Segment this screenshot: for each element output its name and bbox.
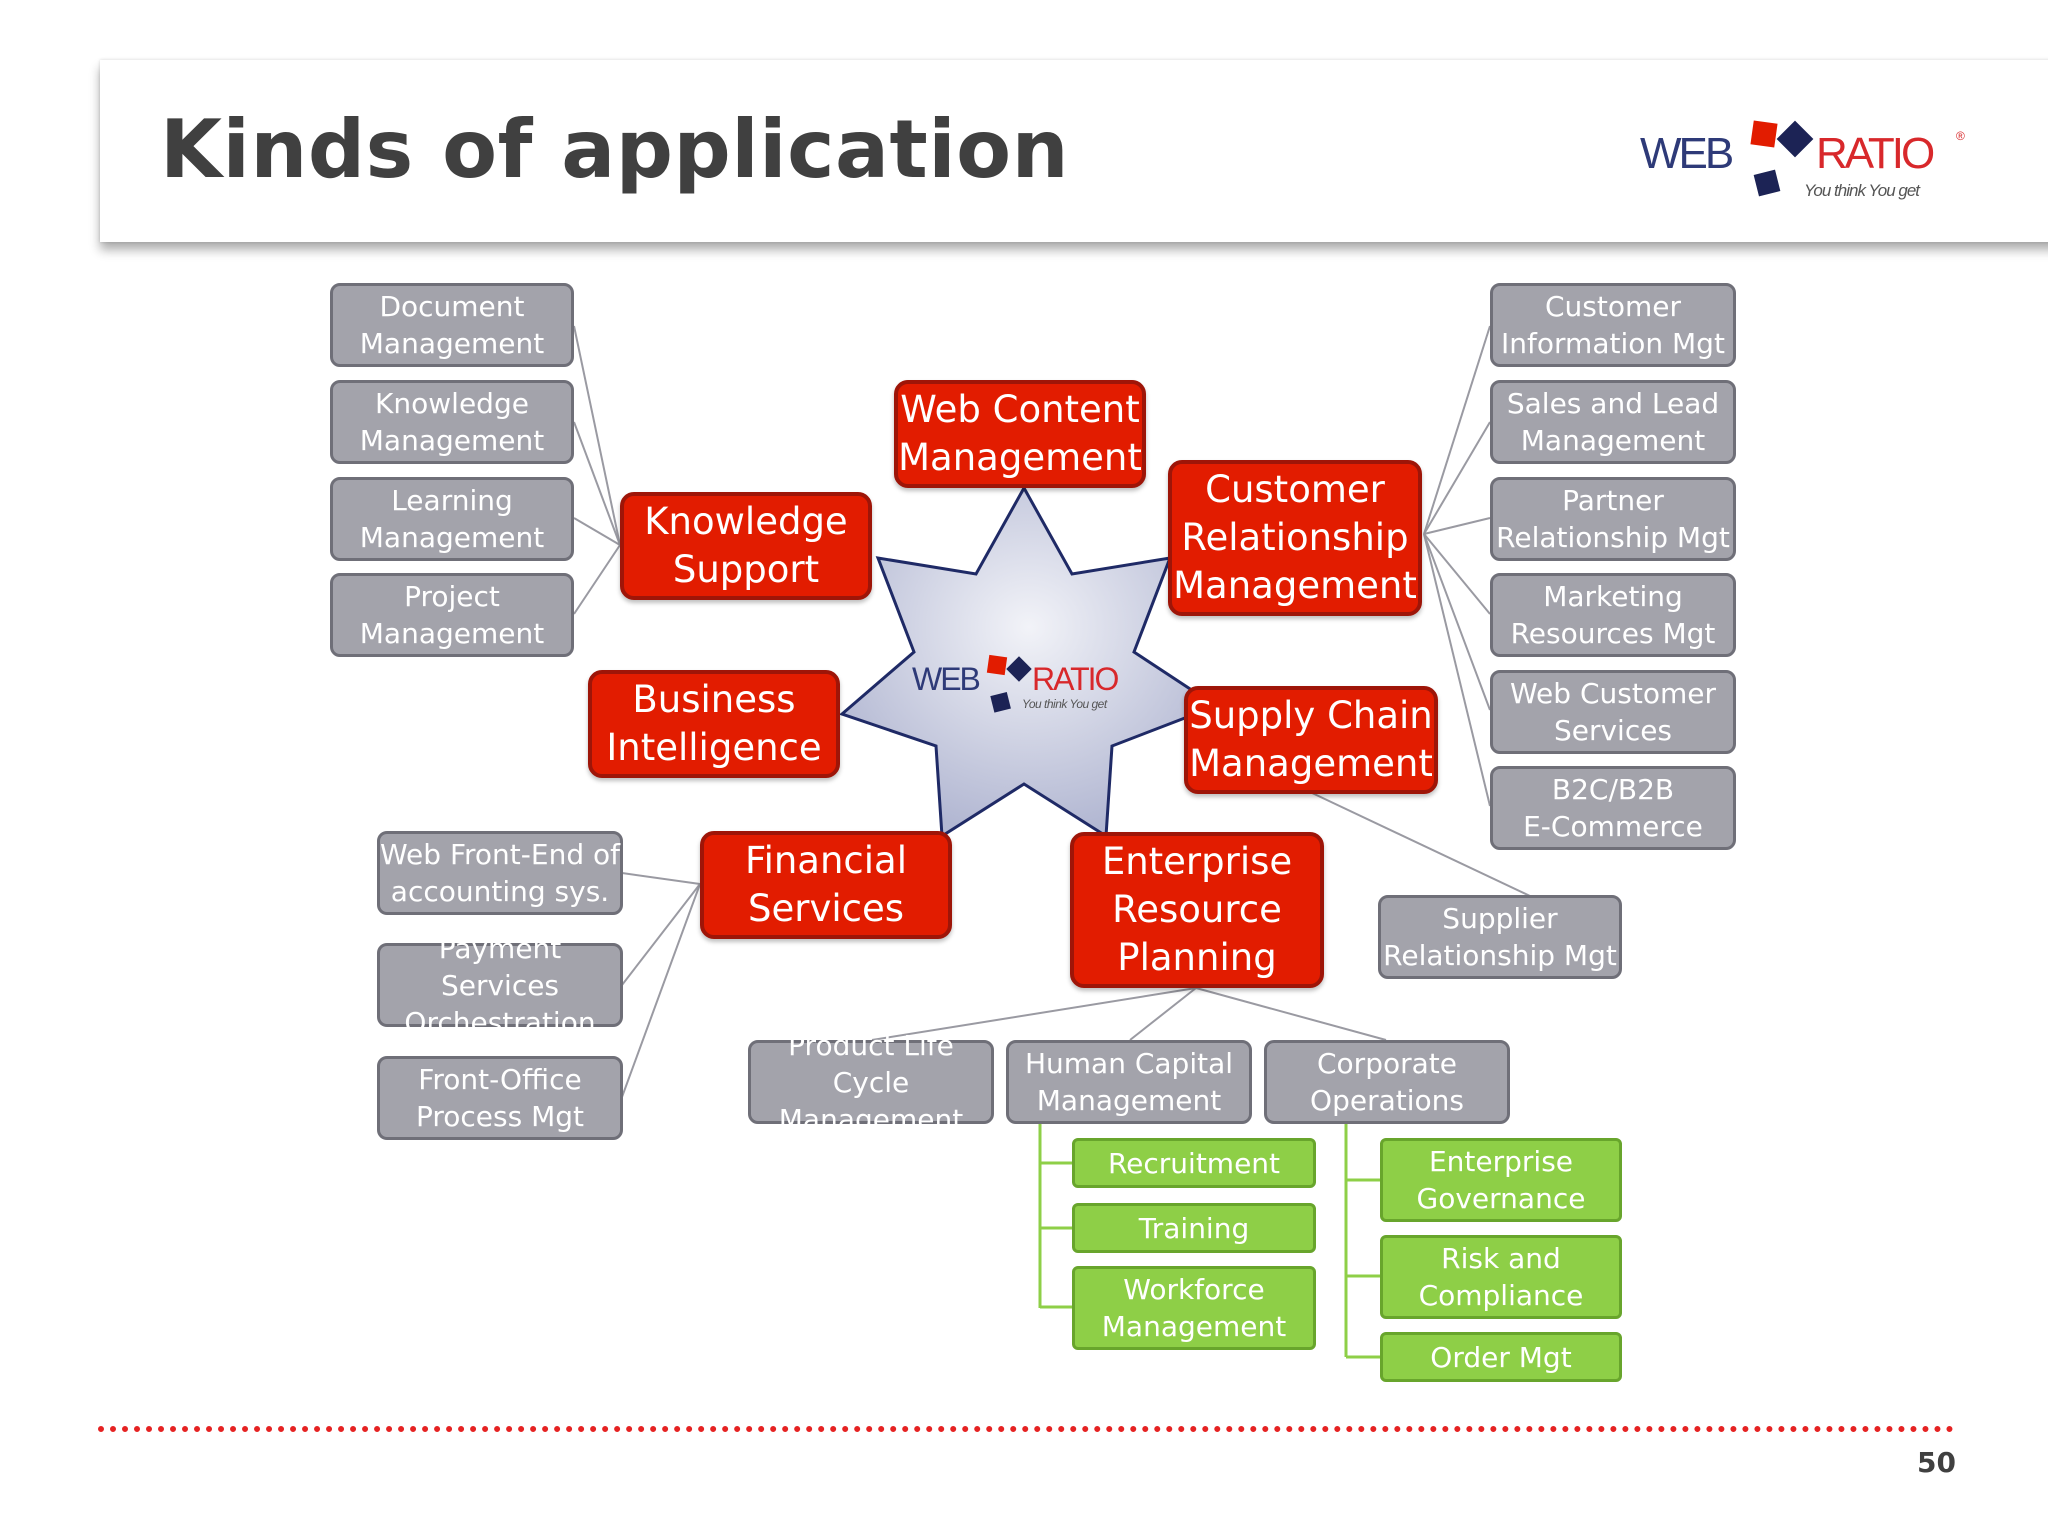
- link-supplier: [1309, 791, 1531, 897]
- payment-services-orchestration-label: Payment Services Orchestration: [404, 931, 596, 1039]
- link-payment: [621, 883, 701, 986]
- web-content-management: Web Content Management: [894, 380, 1146, 488]
- product-life-cycle-management: Product Life Cycle Management: [748, 1029, 994, 1136]
- star-logo-blue-square: [990, 692, 1011, 713]
- front-office-process-mgt: Front-Office Process Mgt: [377, 1056, 623, 1140]
- star-shape: [839, 484, 1220, 839]
- enterprise-resource-planning-label: Enterprise Resource Planning: [1101, 840, 1293, 979]
- customer-relationship-management-label: Customer Relationship Management: [1173, 468, 1417, 607]
- knowledge-management: Knowledge Management: [330, 380, 574, 464]
- front-office-process-mgt-label: Front-Office Process Mgt: [415, 1063, 585, 1133]
- logo-word-right: RATIO: [1816, 129, 1934, 178]
- web-front-end-accounting-label: Web Front-End of accounting sys.: [380, 838, 620, 908]
- supply-chain-management: Supply Chain Management: [1184, 686, 1438, 794]
- star-logo-word-left: WEB: [912, 661, 980, 697]
- web-front-end-accounting: Web Front-End of accounting sys.: [377, 831, 623, 915]
- link-learning: [573, 517, 621, 546]
- supply-chain-management-label: Supply Chain Management: [1189, 694, 1433, 785]
- customer-information-mgt: Customer Information Mgt: [1490, 283, 1736, 367]
- project-management-label: Project Management: [359, 580, 545, 650]
- header-logo: WEB RATIO ® You think You get: [1640, 116, 1970, 212]
- b2c-b2b-ecommerce-label: B2C/B2B E-Commerce: [1523, 773, 1703, 843]
- human-capital-management-label: Human Capital Management: [1024, 1047, 1234, 1117]
- logo-blue-diamond: [1776, 120, 1814, 158]
- link-ecommerce: [1423, 533, 1491, 807]
- link-customer-info: [1423, 325, 1491, 535]
- customer-information-mgt-label: Customer Information Mgt: [1501, 290, 1725, 360]
- star-logo-word-right: RATIO: [1032, 661, 1119, 697]
- page-title: Kinds of application: [160, 103, 1070, 196]
- link-project: [573, 544, 621, 615]
- marketing-resources-mgt: Marketing Resources Mgt: [1490, 573, 1736, 657]
- logo-tagline: You think You get: [1804, 181, 1921, 200]
- learning-management: Learning Management: [330, 477, 574, 561]
- star-logo-red-square: [986, 654, 1008, 676]
- title-bar: [100, 60, 2048, 242]
- training-label: Training: [1138, 1211, 1250, 1245]
- business-intelligence: Business Intelligence: [588, 670, 840, 778]
- link-web-front-end: [621, 872, 701, 885]
- document-management: Document Management: [330, 283, 574, 367]
- recruitment-label: Recruitment: [1107, 1146, 1281, 1180]
- training: Training: [1072, 1203, 1316, 1253]
- learning-management-label: Learning Management: [359, 484, 545, 554]
- link-hcm: [1129, 987, 1197, 1041]
- enterprise-resource-planning: Enterprise Resource Planning: [1070, 832, 1324, 988]
- web-customer-services: Web Customer Services: [1490, 670, 1736, 754]
- supplier-relationship-mgt-label: Supplier Relationship Mgt: [1383, 902, 1617, 972]
- enterprise-governance: Enterprise Governance: [1380, 1138, 1622, 1222]
- order-mgt: Order Mgt: [1380, 1332, 1622, 1382]
- risk-and-compliance: Risk and Compliance: [1380, 1235, 1622, 1319]
- page-number: 50: [1917, 1446, 1956, 1479]
- knowledge-support-label: Knowledge Support: [644, 500, 848, 591]
- order-mgt-label: Order Mgt: [1430, 1340, 1572, 1374]
- payment-services-orchestration: Payment Services Orchestration: [377, 932, 623, 1039]
- document-management-label: Document Management: [359, 290, 545, 360]
- knowledge-support: Knowledge Support: [620, 492, 872, 600]
- star-logo-tagline: You think You get: [1022, 697, 1108, 711]
- logo-red-square: [1750, 120, 1778, 148]
- financial-services: Financial Services: [700, 831, 952, 939]
- web-customer-services-label: Web Customer Services: [1510, 677, 1716, 747]
- link-partner: [1423, 517, 1491, 535]
- enterprise-governance-label: Enterprise Governance: [1416, 1145, 1586, 1215]
- corporate-operations: Corporate Operations: [1264, 1040, 1510, 1124]
- sales-lead-management-label: Sales and Lead Management: [1506, 387, 1720, 457]
- link-knowledge: [573, 421, 621, 546]
- partner-relationship-mgt-label: Partner Relationship Mgt: [1496, 484, 1730, 554]
- link-corporate: [1195, 987, 1387, 1041]
- partner-relationship-mgt: Partner Relationship Mgt: [1490, 477, 1736, 561]
- link-marketing: [1423, 533, 1491, 615]
- web-content-management-label: Web Content Management: [898, 388, 1142, 479]
- footer-divider: [98, 1426, 1954, 1432]
- link-document: [573, 325, 621, 546]
- link-sales-lead: [1423, 421, 1491, 535]
- recruitment: Recruitment: [1072, 1138, 1316, 1188]
- financial-services-label: Financial Services: [744, 839, 908, 930]
- b2c-b2b-ecommerce: B2C/B2B E-Commerce: [1490, 766, 1736, 850]
- logo-trademark: ®: [1956, 129, 1965, 143]
- link-front-office: [621, 883, 701, 1098]
- logo-blue-square: [1753, 169, 1781, 197]
- corporate-operations-label: Corporate Operations: [1310, 1047, 1464, 1117]
- star-logo: WEB RATIO You think You get: [912, 654, 1121, 713]
- marketing-resources-mgt-label: Marketing Resources Mgt: [1510, 580, 1716, 650]
- business-intelligence-label: Business Intelligence: [606, 678, 822, 769]
- product-life-cycle-management-label: Product Life Cycle Management: [778, 1028, 964, 1136]
- link-web-customer: [1423, 533, 1491, 711]
- supplier-relationship-mgt: Supplier Relationship Mgt: [1378, 895, 1622, 979]
- project-management: Project Management: [330, 573, 574, 657]
- sales-lead-management: Sales and Lead Management: [1490, 380, 1736, 464]
- knowledge-management-label: Knowledge Management: [359, 387, 545, 457]
- link-plm: [871, 987, 1197, 1041]
- risk-and-compliance-label: Risk and Compliance: [1418, 1242, 1584, 1312]
- customer-relationship-management: Customer Relationship Management: [1168, 460, 1422, 616]
- logo-word-left: WEB: [1640, 129, 1733, 178]
- workforce-management: Workforce Management: [1072, 1266, 1316, 1350]
- human-capital-management: Human Capital Management: [1006, 1040, 1252, 1124]
- workforce-management-label: Workforce Management: [1101, 1273, 1287, 1343]
